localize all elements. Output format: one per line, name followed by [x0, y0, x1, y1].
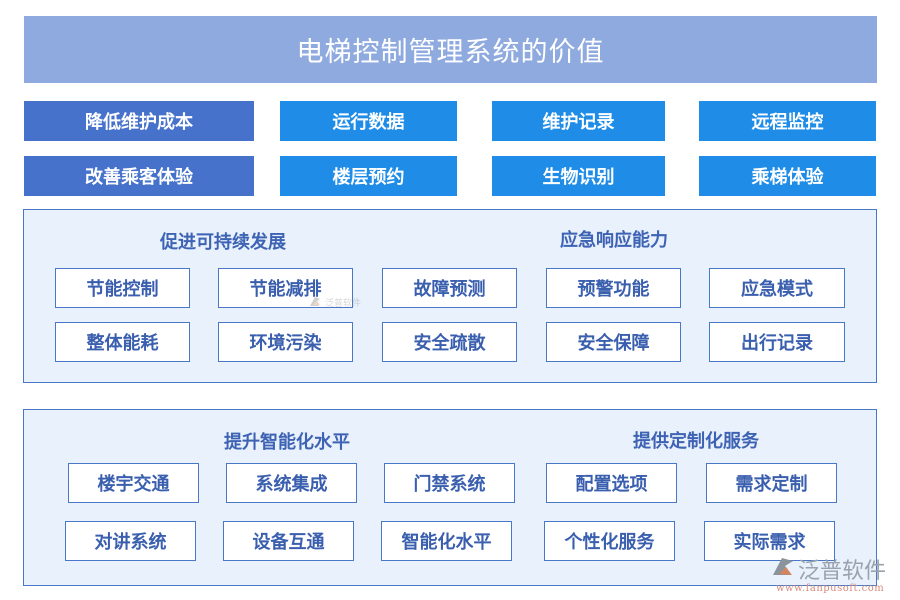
item-safe-evacuation: 安全疏散: [382, 322, 517, 362]
section-title-emergency-response: 应急响应能力: [560, 230, 668, 251]
watermark-logo: 泛普软件 www.fanpusoft.com: [770, 553, 895, 598]
section-title-customized-service: 提供定制化服务: [633, 431, 759, 452]
item-configuration-options: 配置选项: [546, 463, 677, 503]
section-title-sustainable-development: 促进可持续发展: [160, 232, 286, 253]
fanpu-logo-icon: [310, 297, 320, 306]
item-overall-energy: 整体能耗: [55, 322, 190, 362]
category-maintenance-records: 维护记录: [492, 101, 665, 141]
category-improve-passenger-experience: 改善乘客体验: [24, 156, 254, 196]
item-travel-records: 出行记录: [709, 322, 845, 362]
watermark-small: 泛普软件: [308, 292, 368, 312]
category-floor-reservation: 楼层预约: [280, 156, 457, 196]
item-emergency-mode: 应急模式: [709, 268, 845, 308]
item-actual-demand: 实际需求: [704, 521, 835, 561]
category-biometric-recognition: 生物识别: [492, 156, 665, 196]
item-fault-prediction: 故障预测: [382, 268, 517, 308]
category-ride-experience: 乘梯体验: [699, 156, 876, 196]
item-access-control: 门禁系统: [384, 463, 515, 503]
item-device-interconnection: 设备互通: [223, 521, 354, 561]
item-intelligence-level: 智能化水平: [381, 521, 512, 561]
item-energy-control: 节能控制: [55, 268, 190, 308]
item-intercom-system: 对讲系统: [65, 521, 196, 561]
category-operation-data: 运行数据: [280, 101, 457, 141]
fanpu-logo-icon: [773, 558, 793, 575]
item-building-traffic: 楼宇交通: [68, 463, 199, 503]
category-reduce-maintenance-cost: 降低维护成本: [24, 101, 254, 141]
item-system-integration: 系统集成: [226, 463, 357, 503]
watermark-brand: 泛普软件: [798, 559, 887, 584]
watermark-small-brand: 泛普软件: [325, 298, 362, 309]
watermark-url: www.fanpusoft.com: [776, 583, 885, 594]
item-personalized-service: 个性化服务: [544, 521, 675, 561]
item-environmental-pollution: 环境污染: [218, 322, 353, 362]
page-title: 电梯控制管理系统的价值: [24, 16, 877, 83]
item-safety-assurance: 安全保障: [546, 322, 681, 362]
item-demand-customization: 需求定制: [706, 463, 837, 503]
item-energy-emission-reduction: 节能减排: [218, 268, 353, 308]
section-title-intelligence-level: 提升智能化水平: [224, 432, 350, 453]
item-warning-function: 预警功能: [546, 268, 681, 308]
category-remote-monitoring: 远程监控: [699, 101, 876, 141]
